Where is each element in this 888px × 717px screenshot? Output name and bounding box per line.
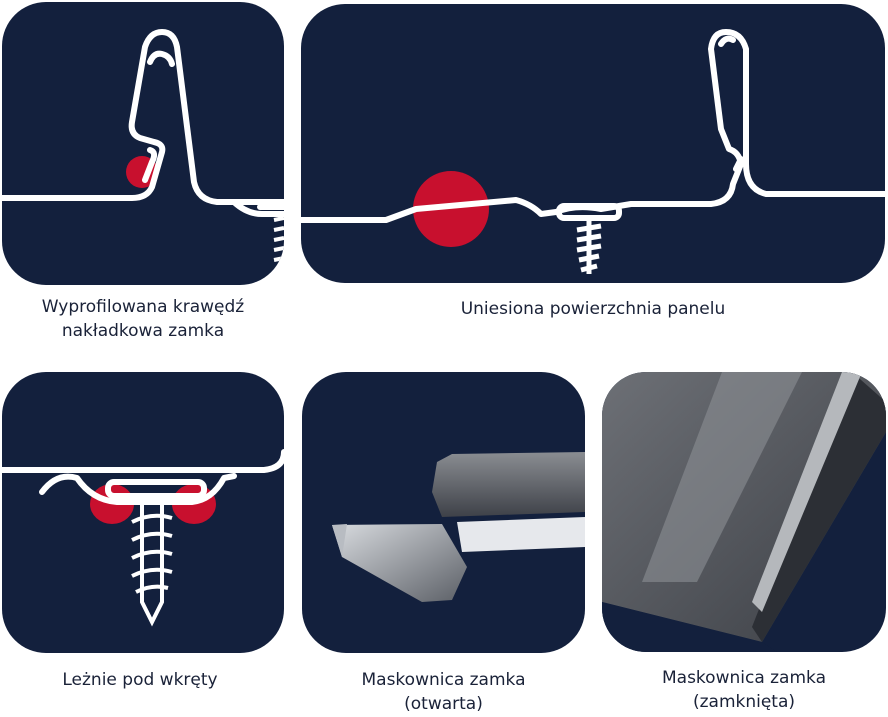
screw-icon	[131, 498, 173, 627]
lock-cover-closed-image	[602, 372, 886, 652]
lock-cover-open-image	[332, 452, 585, 602]
screw-icon	[273, 216, 284, 262]
caption-line: Maskownica zamka	[661, 668, 826, 688]
lock-cover-open-photo	[302, 372, 585, 653]
caption-line: Maskownica zamka	[361, 670, 526, 690]
caption-screw-seat: Leżnie pod wkręty	[0, 668, 280, 692]
raised-panel-drawing	[301, 29, 885, 274]
caption-lock-cover-closed: Maskownica zamka (zamknięta)	[600, 666, 888, 714]
caption-line: Uniesiona powierzchnia panelu	[460, 299, 726, 319]
screw-seat-drawing	[2, 449, 284, 627]
lock-profile-drawing	[2, 29, 284, 262]
caption-line: (zamknięta)	[692, 692, 796, 712]
raised-surface-illustration	[301, 4, 885, 283]
highlight-dot	[413, 171, 489, 247]
caption-line: (otwarta)	[404, 694, 483, 714]
caption-line: Wyprofilowana krawędź	[41, 297, 245, 317]
screw-icon	[576, 219, 602, 274]
screw-seat-illustration	[2, 372, 284, 653]
caption-profiled-edge: Wyprofilowana krawędź nakładkowa zamka	[0, 295, 286, 343]
profiled-edge-illustration	[2, 2, 284, 285]
caption-raised-surface: Uniesiona powierzchnia panelu	[301, 297, 885, 321]
caption-line: nakładkowa zamka	[61, 321, 225, 341]
caption-line: Leżnie pod wkręty	[62, 670, 218, 690]
lock-cover-closed-photo	[602, 372, 886, 652]
caption-lock-cover-open: Maskownica zamka (otwarta)	[300, 668, 587, 716]
